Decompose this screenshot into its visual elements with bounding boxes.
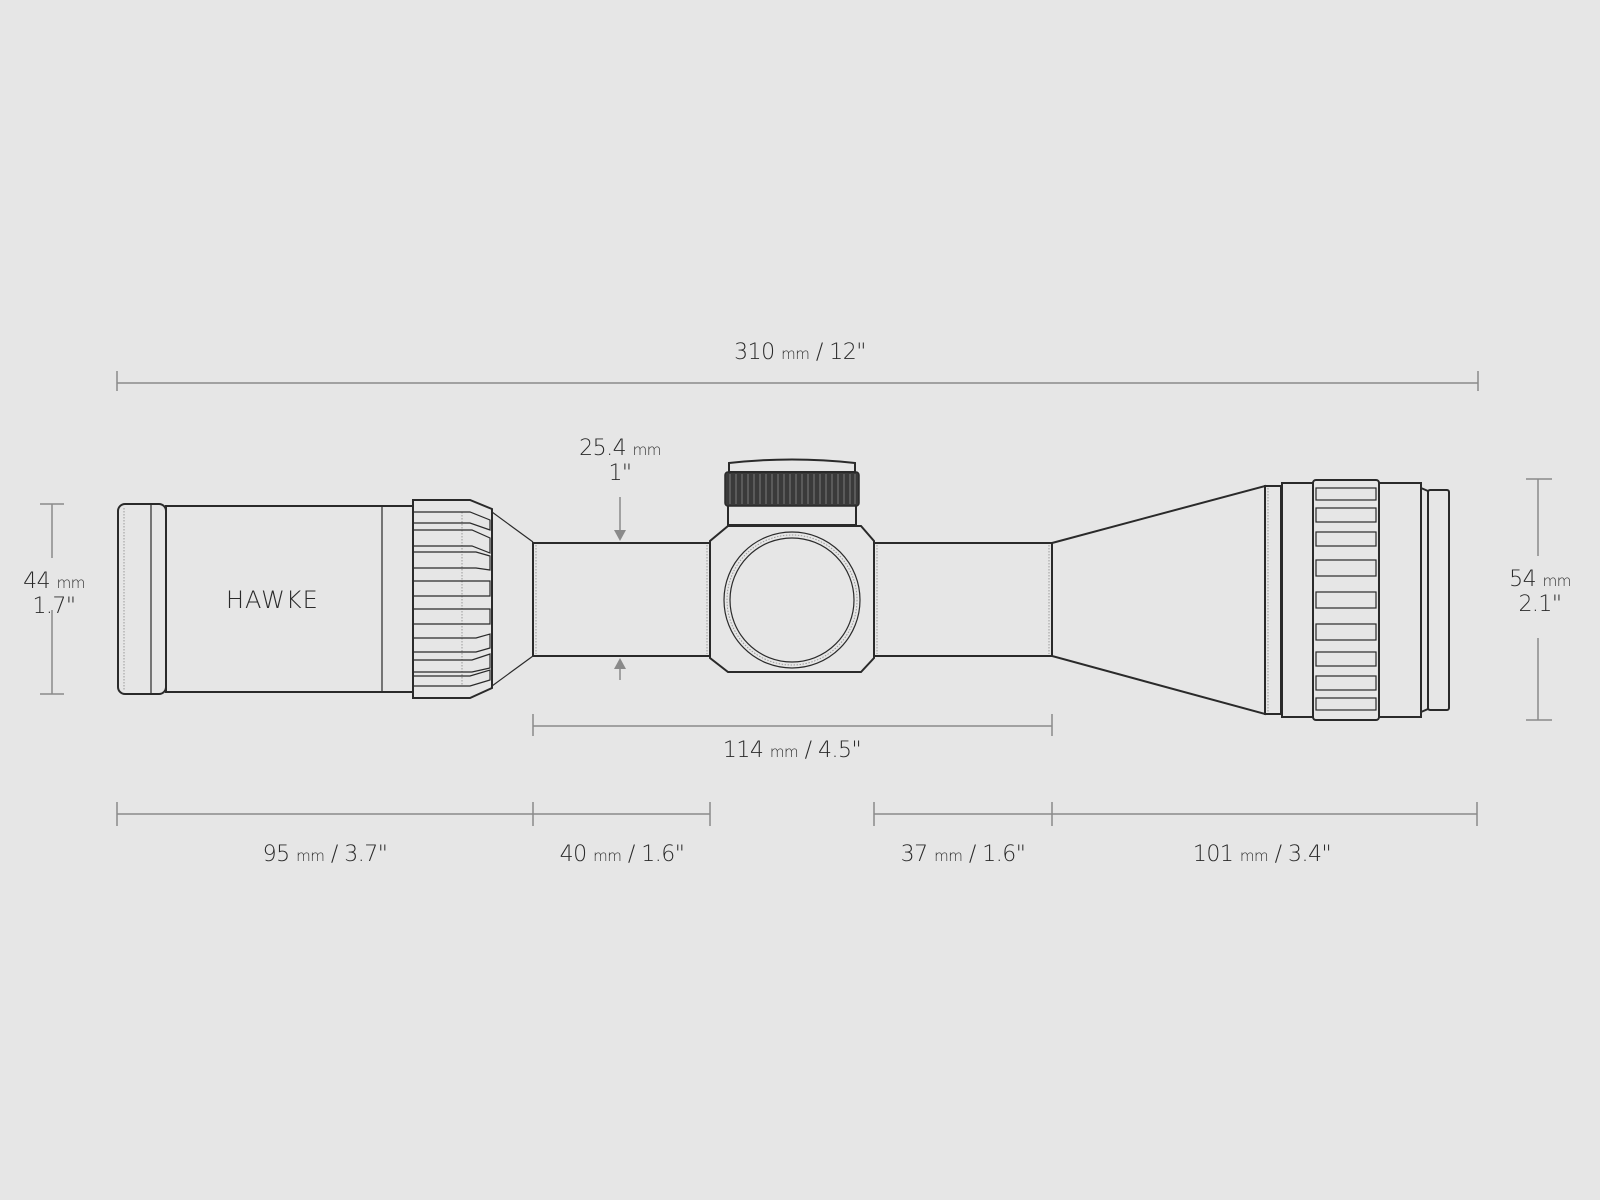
front-tube-length-label: 37 mm / 1.6" bbox=[900, 842, 1026, 867]
segment-dim-lines bbox=[116, 802, 1478, 826]
eyepiece bbox=[117, 499, 534, 699]
mounting-length-dim-line bbox=[532, 714, 1053, 736]
turret-saddle bbox=[709, 458, 875, 673]
eyepiece-diameter-dim-line bbox=[40, 503, 64, 695]
objective-bell bbox=[1051, 479, 1450, 721]
objective-diameter-label: 54 mm 2.1" bbox=[1509, 567, 1571, 617]
eyepiece-length-label: 95 mm / 3.7" bbox=[262, 842, 388, 867]
ao-ring-ribs bbox=[1315, 487, 1377, 711]
hawke-logo: HAWKE bbox=[226, 586, 319, 614]
eyepiece-diameter-label: 44 mm 1.7" bbox=[23, 569, 85, 619]
turret-knurling bbox=[729, 474, 856, 504]
overall-length-label: 310 mm / 12" bbox=[734, 340, 866, 365]
objective-length-label: 101 mm / 3.4" bbox=[1192, 842, 1332, 867]
rear-tube-length-label: 40 mm / 1.6" bbox=[559, 842, 685, 867]
power-ring-ribs bbox=[412, 511, 491, 687]
objective-diameter-dim-line bbox=[1526, 478, 1552, 721]
mounting-length-label: 114 mm / 4.5" bbox=[722, 738, 862, 763]
tube-diameter-label: 25.4 mm 1" bbox=[579, 436, 661, 486]
overall-length-dim-line bbox=[116, 371, 1479, 391]
tube-diameter-arrows bbox=[614, 497, 626, 680]
